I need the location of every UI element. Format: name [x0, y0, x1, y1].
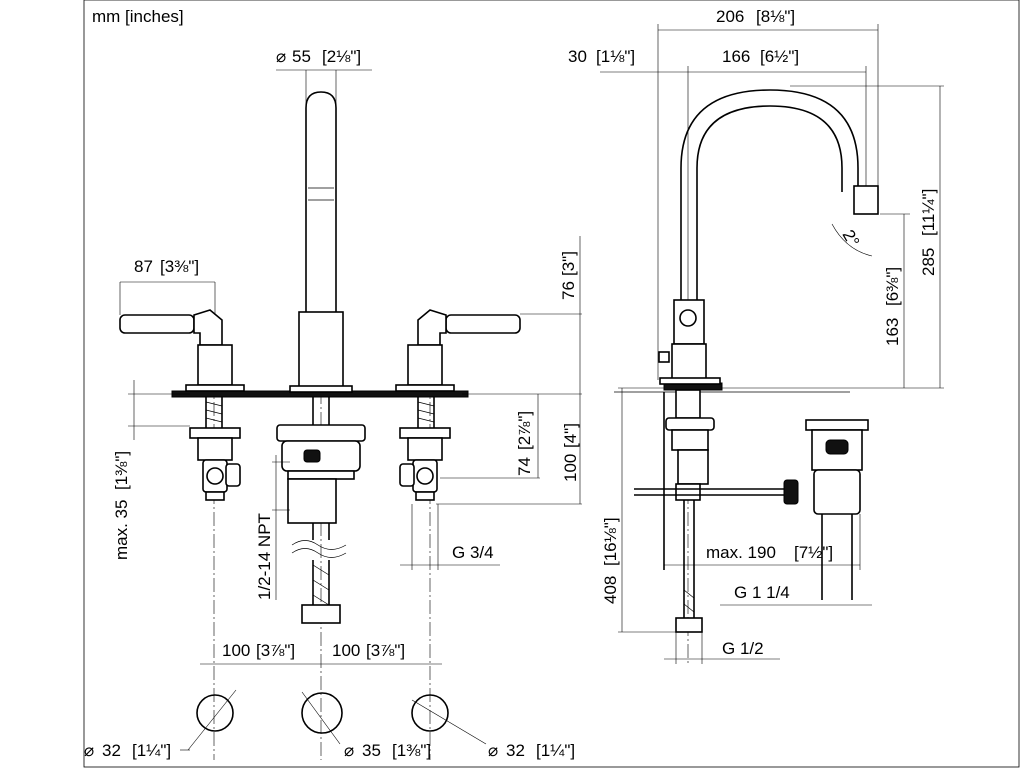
front-view: ⌀ 55 [2⅛"] 87 [3⅜"] 76 [3"] 74 [2⅞"]: [84, 47, 582, 760]
svg-text:[6½"]: [6½"]: [760, 47, 799, 66]
dim-drain-rod-reach: max. 190 [7½"]: [664, 514, 861, 570]
svg-text:30: 30: [568, 47, 587, 66]
dim-outlet-angle: 2°: [831, 223, 873, 257]
svg-text:35: 35: [362, 741, 381, 760]
svg-text:76: 76: [559, 281, 578, 300]
dim-spout-outlet-height: 163 [6⅜"]: [880, 213, 910, 388]
svg-text:[2⅛"]: [2⅛"]: [322, 47, 361, 66]
svg-text:32: 32: [102, 741, 121, 760]
mounting-holes: ⌀ 32 [1¼"] ⌀ 35 [1⅜"] ⌀ 32 [1¼"]: [84, 689, 575, 760]
svg-text:⌀: ⌀: [344, 741, 354, 760]
dim-spout-total-height: 285 [11¼"]: [722, 85, 944, 389]
svg-text:[6⅜"]: [6⅜"]: [883, 267, 902, 306]
dim-shank-length: 100 [4"]: [561, 394, 581, 504]
svg-text:G 3/4: G 3/4: [452, 543, 494, 562]
svg-text:⌀: ⌀: [84, 741, 94, 760]
drain-rod: [634, 479, 799, 505]
pop-up-drain: [805, 419, 869, 600]
left-handle-valve: [119, 309, 245, 501]
svg-text:206: 206: [716, 7, 744, 26]
dim-spout-thread: 1/2-14 NPT: [255, 455, 290, 600]
svg-text:max. 190: max. 190: [706, 543, 776, 562]
svg-text:[1⅜"]: [1⅜"]: [112, 451, 131, 490]
svg-text:[8⅛"]: [8⅛"]: [756, 7, 795, 26]
spout: [289, 91, 353, 393]
svg-text:[1⅛"]: [1⅛"]: [596, 47, 635, 66]
svg-text:[3⅜"]: [3⅜"]: [160, 257, 199, 276]
svg-text:100: 100: [222, 641, 250, 660]
side-view: 206 [8⅛"] 30 [1⅛"] 166 [6½"] 285 [11¼"] …: [568, 7, 944, 665]
svg-text:⌀: ⌀: [488, 741, 498, 760]
dim-spout-total-reach: 206 [8⅛"]: [657, 7, 879, 380]
svg-text:[1⅜"]: [1⅜"]: [392, 741, 431, 760]
svg-text:[11¼"]: [11¼"]: [919, 189, 938, 236]
dim-handle-reach: 87 [3⅜"]: [119, 257, 216, 315]
dim-handle-height: 76 [3"]: [559, 236, 581, 394]
gooseneck-spout: [658, 89, 879, 385]
svg-text:55: 55: [292, 47, 311, 66]
svg-text:2°: 2°: [839, 227, 864, 251]
svg-text:G 1 1/4: G 1 1/4: [734, 583, 790, 602]
svg-text:74: 74: [515, 457, 534, 476]
dim-drain-thread: G 1 1/4: [720, 583, 872, 606]
dim-overall-height: 408 [16⅛"]: [601, 387, 678, 633]
svg-text:[3⅞"]: [3⅞"]: [366, 641, 405, 660]
dim-hole-spacing: 100 [3⅞"] 100 [3⅞"]: [200, 641, 442, 665]
units-note: mm [inches]: [92, 7, 184, 26]
svg-text:[4"]: [4"]: [561, 423, 580, 448]
svg-text:max. 35: max. 35: [112, 500, 131, 560]
drawing-frame: [83, 0, 1020, 768]
svg-text:[2⅞"]: [2⅞"]: [515, 411, 534, 450]
svg-text:87: 87: [134, 257, 153, 276]
right-handle-valve: [395, 309, 521, 501]
dim-spout-diameter: ⌀ 55 [2⅛"]: [276, 47, 372, 300]
svg-text:[1¼"]: [1¼"]: [536, 741, 575, 760]
svg-text:[3⅞"]: [3⅞"]: [256, 641, 295, 660]
dim-supply-thread: G 1/2: [664, 632, 780, 664]
svg-text:[3"]: [3"]: [559, 251, 578, 276]
dim-max-deck-thickness: max. 35 [1⅜"]: [112, 380, 190, 560]
dim-valve-thread: G 3/4: [400, 504, 500, 570]
svg-text:100: 100: [561, 454, 580, 482]
svg-text:1/2-14 NPT: 1/2-14 NPT: [255, 513, 274, 600]
svg-text:166: 166: [722, 47, 750, 66]
svg-text:⌀: ⌀: [276, 47, 286, 66]
svg-text:163: 163: [883, 318, 902, 346]
dim-deck-to-connection: 74 [2⅞"]: [515, 394, 539, 478]
svg-text:100: 100: [332, 641, 360, 660]
svg-text:285: 285: [919, 248, 938, 276]
svg-text:32: 32: [506, 741, 525, 760]
dim-spout-reach: 30 [1⅛"] 166 [6½"]: [568, 47, 867, 300]
svg-text:[7½"]: [7½"]: [794, 543, 833, 562]
side-connection: [663, 389, 715, 633]
svg-text:[16⅛"]: [16⅛"]: [601, 517, 620, 566]
spout-connection: [276, 397, 366, 624]
svg-text:408: 408: [601, 576, 620, 604]
svg-text:G 1/2: G 1/2: [722, 639, 764, 658]
svg-text:[1¼"]: [1¼"]: [132, 741, 171, 760]
